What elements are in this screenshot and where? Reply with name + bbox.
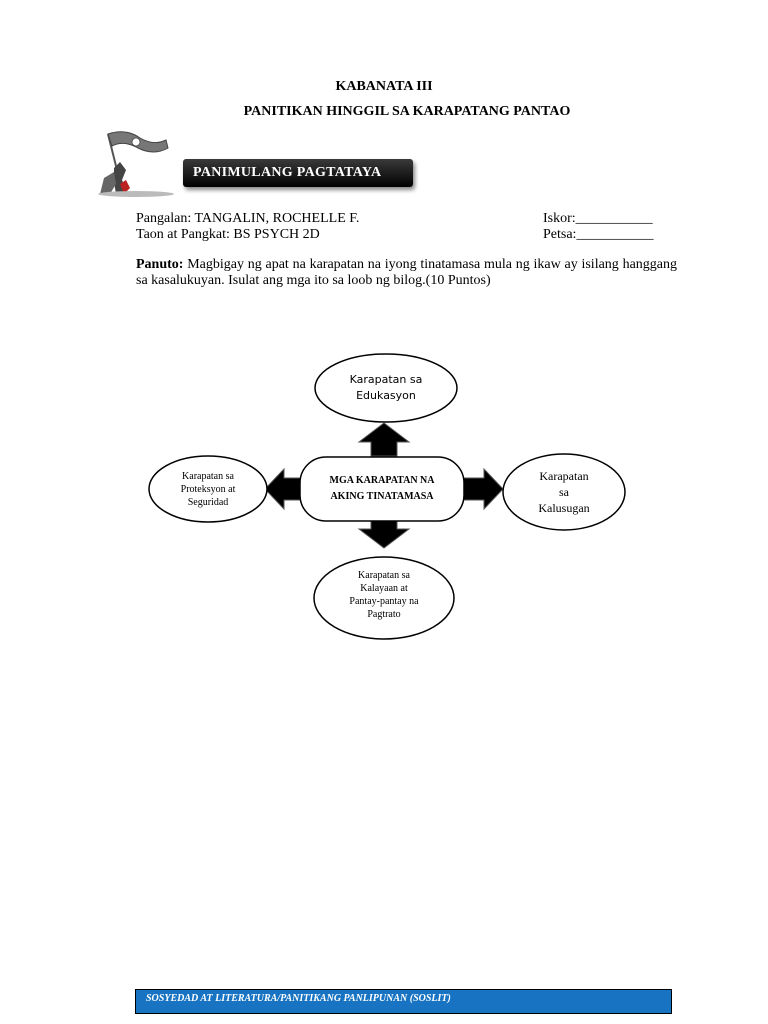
node-left-line-2: Proteksyon at bbox=[181, 484, 236, 495]
node-top-line-2: Edukasyon bbox=[356, 389, 416, 402]
arrow-down-icon bbox=[359, 520, 409, 548]
arrow-right-icon bbox=[463, 469, 503, 509]
arrow-up-icon bbox=[359, 423, 409, 456]
footer-text: SOSYEDAD AT LITERATURA/PANITIKANG PANLIP… bbox=[136, 990, 671, 1004]
node-right-line-2: sa bbox=[559, 485, 570, 499]
node-center-line-1: MGA KARAPATAN NA bbox=[330, 475, 436, 486]
node-right-line-1: Karapatan bbox=[539, 469, 588, 483]
node-left-line-1: Karapatan sa bbox=[182, 471, 234, 482]
node-top-line-1: Karapatan sa bbox=[350, 373, 423, 386]
node-center bbox=[300, 457, 464, 521]
node-bottom-line-2: Kalayaan at bbox=[360, 583, 408, 594]
node-right-line-3: Kalusugan bbox=[538, 501, 589, 515]
node-left-line-3: Seguridad bbox=[188, 497, 229, 508]
node-top bbox=[315, 354, 457, 422]
node-bottom-line-1: Karapatan sa bbox=[358, 570, 410, 581]
node-bottom-line-3: Pantay-pantay na bbox=[349, 596, 419, 607]
node-bottom-line-4: Pagtrato bbox=[367, 609, 400, 620]
footer-bar: SOSYEDAD AT LITERATURA/PANITIKANG PANLIP… bbox=[135, 989, 672, 1014]
arrow-left-icon bbox=[265, 469, 300, 509]
node-center-line-2: AKING TINATAMASA bbox=[330, 491, 434, 502]
